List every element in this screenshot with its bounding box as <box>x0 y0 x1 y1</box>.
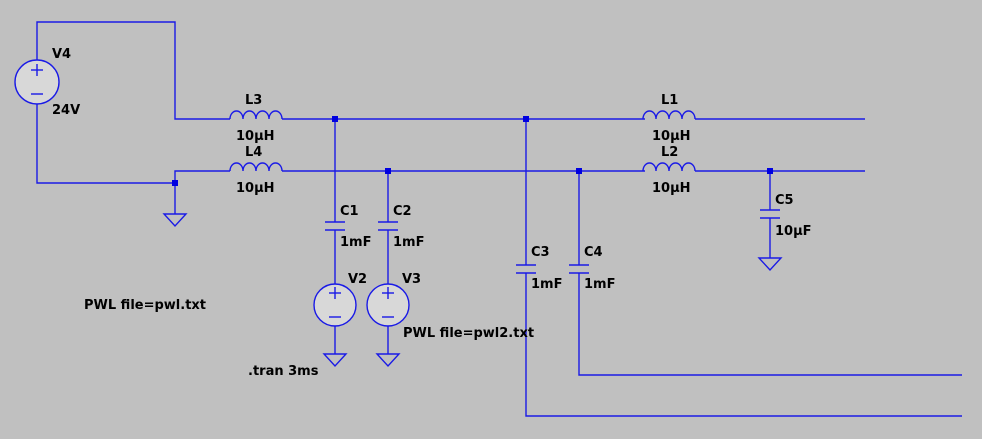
l2-inductor-symbol[interactable] <box>642 162 696 172</box>
l3-value: 10µH <box>236 129 275 144</box>
c2-value: 1mF <box>393 235 424 250</box>
l2-label: L2 <box>661 145 678 160</box>
l3-label: L3 <box>245 93 262 108</box>
c3-value: 1mF <box>531 277 562 292</box>
l1-inductor-symbol[interactable] <box>642 110 696 120</box>
v4-source-symbol[interactable] <box>14 59 60 105</box>
l4-value: 10µH <box>236 181 275 196</box>
wire-c3-bottom <box>525 273 962 417</box>
junction-c3 <box>523 116 529 122</box>
c1-label: C1 <box>340 204 359 219</box>
v2-source-symbol[interactable] <box>313 283 357 327</box>
junction-c2 <box>385 168 391 174</box>
junction-c4 <box>576 168 582 174</box>
c4-label: C4 <box>584 245 603 260</box>
l1-value: 10µH <box>652 129 691 144</box>
v3-label: V3 <box>402 272 421 287</box>
ground-icon-c5 <box>757 257 783 272</box>
l4-label: L4 <box>245 145 262 160</box>
ground-icon-main <box>162 213 188 228</box>
c5-capacitor-symbol[interactable] <box>760 209 780 219</box>
v4-label: V4 <box>52 47 71 62</box>
l2-value: 10µH <box>652 181 691 196</box>
v3-source-symbol[interactable] <box>366 283 410 327</box>
ground-icon-v2 <box>322 353 348 368</box>
junction-c5 <box>767 168 773 174</box>
l3-inductor-symbol[interactable] <box>229 110 283 120</box>
c4-value: 1mF <box>584 277 615 292</box>
junctions <box>172 116 773 186</box>
c1-value: 1mF <box>340 235 371 250</box>
wire-v4-bottom <box>36 104 175 184</box>
c2-label: C2 <box>393 204 412 219</box>
v4-value: 24V <box>52 103 80 118</box>
c5-value: 10µF <box>775 224 812 239</box>
junction-gnd <box>172 180 178 186</box>
c2-capacitor-symbol[interactable] <box>378 221 398 231</box>
l4-inductor-symbol[interactable] <box>229 162 283 172</box>
c3-capacitor-symbol[interactable] <box>516 264 536 274</box>
pwl-directive-1[interactable]: PWL file=pwl.txt <box>84 298 206 313</box>
c3-label: C3 <box>531 245 550 260</box>
c1-capacitor-symbol[interactable] <box>325 221 345 231</box>
c4-capacitor-symbol[interactable] <box>569 264 589 274</box>
l1-label: L1 <box>661 93 678 108</box>
ground-icon-v3 <box>375 353 401 368</box>
c5-label: C5 <box>775 193 794 208</box>
tran-directive[interactable]: .tran 3ms <box>248 364 319 379</box>
wire-c4-bottom <box>578 273 962 376</box>
wire-v4-top <box>36 21 230 120</box>
junction-c1 <box>332 116 338 122</box>
wire-gnd-to-l4 <box>174 170 230 183</box>
wires <box>36 21 962 417</box>
v2-label: V2 <box>348 272 367 287</box>
pwl-directive-2[interactable]: PWL file=pwl2.txt <box>403 326 534 341</box>
